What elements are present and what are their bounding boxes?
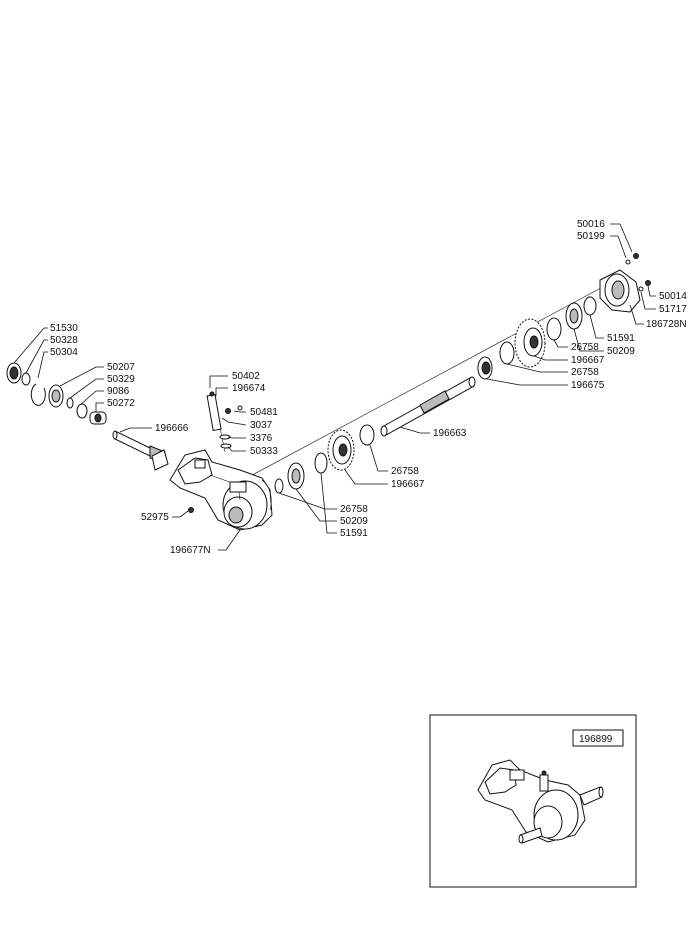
part-50209-bearing-b: [565, 302, 583, 330]
part-52975-screw: [188, 507, 194, 513]
leader-lines: [13, 223, 656, 551]
part-51717-washer: [638, 286, 644, 292]
inset-part-number: 196899: [579, 734, 613, 745]
label-50209-a: 50209: [340, 516, 368, 527]
label-196663: 196663: [433, 428, 467, 439]
label-50016: 50016: [577, 219, 605, 230]
label-50329: 50329: [107, 374, 135, 385]
label-3376: 3376: [250, 433, 273, 444]
part-50199-washer: [625, 259, 631, 265]
part-26758-washer-d: [546, 317, 562, 341]
part-196667-bevel-gear-b: [514, 318, 546, 368]
label-50328: 50328: [50, 335, 78, 346]
part-50207-bearing: [48, 384, 64, 408]
label-3037: 3037: [250, 420, 273, 431]
part-26758-washer-b: [359, 424, 375, 446]
label-196667-b: 196667: [571, 355, 605, 366]
label-196674: 196674: [232, 383, 266, 394]
label-50304: 50304: [50, 347, 78, 358]
part-186728N-cover: [599, 269, 641, 313]
inset-part-number-box: [572, 729, 624, 747]
part-9086-washer: [76, 403, 88, 419]
label-26758-b: 26758: [391, 466, 419, 477]
part-51591-ring-b: [583, 296, 597, 316]
part-50304-snap-ring: [30, 383, 46, 406]
inset-assembled-gearcase: [477, 759, 604, 844]
part-shift-pin-assembly: [206, 391, 243, 453]
label-26758-d: 26758: [571, 342, 599, 353]
part-50272-bushing: [89, 411, 107, 425]
label-26758-c: 26758: [571, 367, 599, 378]
label-50199: 50199: [577, 231, 605, 242]
part-196677N-housing: [169, 449, 273, 531]
part-196666-pinion-shaft: [112, 430, 169, 471]
part-196675-collar: [477, 356, 493, 380]
label-51591-b: 51591: [607, 333, 635, 344]
part-51591-ring-a: [314, 452, 328, 474]
part-26758-washer-a: [274, 478, 284, 494]
part-50016-bolt: [633, 253, 639, 259]
label-9086: 9086: [107, 386, 130, 397]
label-186728N: 186728N: [646, 319, 687, 330]
label-50481: 50481: [250, 407, 278, 418]
label-50209-b: 50209: [607, 346, 635, 357]
label-50014: 50014: [659, 291, 687, 302]
label-196677N: 196677N: [170, 545, 211, 556]
label-196666: 196666: [155, 423, 189, 434]
label-50333: 50333: [250, 446, 278, 457]
assembly-axis-line: [229, 281, 613, 488]
part-50328-ring: [21, 372, 31, 386]
part-50014-bolt: [645, 280, 651, 286]
label-50272: 50272: [107, 398, 135, 409]
label-196675: 196675: [571, 380, 605, 391]
part-196667-gear-a: [327, 429, 355, 471]
label-52975: 52975: [141, 512, 169, 523]
part-51530-seal: [6, 362, 22, 384]
label-26758-a: 26758: [340, 504, 368, 515]
part-50329-ring: [66, 397, 74, 409]
label-51717: 51717: [659, 304, 687, 315]
part-26758-washer-c: [499, 341, 515, 365]
label-51530: 51530: [50, 323, 78, 334]
label-50207: 50207: [107, 362, 135, 373]
label-50402: 50402: [232, 371, 260, 382]
label-196667-a: 196667: [391, 479, 425, 490]
part-50209-bearing-a: [287, 462, 305, 490]
inset-assembly-view: 196899: [429, 714, 637, 888]
part-196663-shaft: [380, 376, 476, 437]
label-51591-a: 51591: [340, 528, 368, 539]
